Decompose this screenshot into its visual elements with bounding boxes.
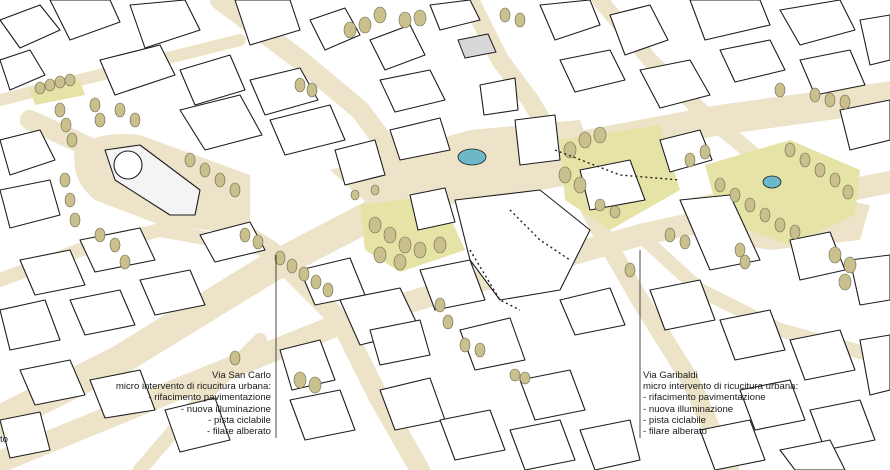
tree-cluster-mid-east	[558, 126, 711, 219]
park-west-strip	[30, 80, 85, 105]
annotation-line: - nuova illuminazione	[180, 403, 271, 415]
central-tower	[479, 77, 519, 116]
annotation-line: - rifacimento pavimentazione	[148, 392, 271, 404]
fountain-central	[457, 148, 487, 166]
annotation-leaders	[275, 250, 641, 438]
annotation-line: micro intervento di ricucitura urbana:	[643, 381, 799, 393]
annotation-line: - filare alberato	[207, 426, 271, 438]
annotation-via-san-carlo: Via San Carlo micro intervento di ricuci…	[116, 370, 271, 437]
tree-row-west	[34, 73, 141, 148]
tree-cluster-central	[350, 184, 447, 271]
fountain-east	[762, 175, 782, 189]
annotation-title: Via San Carlo	[211, 370, 271, 381]
trees	[34, 6, 857, 394]
annotation-via-garibaldi: Via Garibaldi micro intervento di ricuci…	[643, 370, 798, 437]
round-courtyard-block	[369, 319, 431, 366]
church-dome	[113, 150, 143, 180]
tree-row-north	[294, 6, 526, 98]
annotation-line: - rifacimento pavimentazione	[643, 392, 766, 404]
tree-cluster-east-park	[714, 82, 854, 240]
annotation-title: Via Garibaldi	[643, 370, 698, 381]
tree-row-church	[59, 152, 241, 270]
tree-row-via-san-carlo	[239, 227, 334, 298]
tree-cluster-south	[229, 297, 531, 394]
tree-cluster-east-lower	[624, 227, 857, 291]
edge-label: to	[0, 434, 9, 445]
gray-square-block	[457, 33, 497, 59]
annotation-line: - pista ciclabile	[643, 414, 706, 426]
annotation-line: - filare alberato	[643, 426, 707, 438]
annotation-line: - nuova illuminazione	[643, 403, 734, 415]
annotation-line: micro intervento di ricucitura urbana:	[115, 381, 271, 393]
annotation-line: - pista ciclabile	[208, 414, 271, 426]
pedestrian-paths	[469, 149, 681, 311]
water-features	[457, 148, 782, 189]
